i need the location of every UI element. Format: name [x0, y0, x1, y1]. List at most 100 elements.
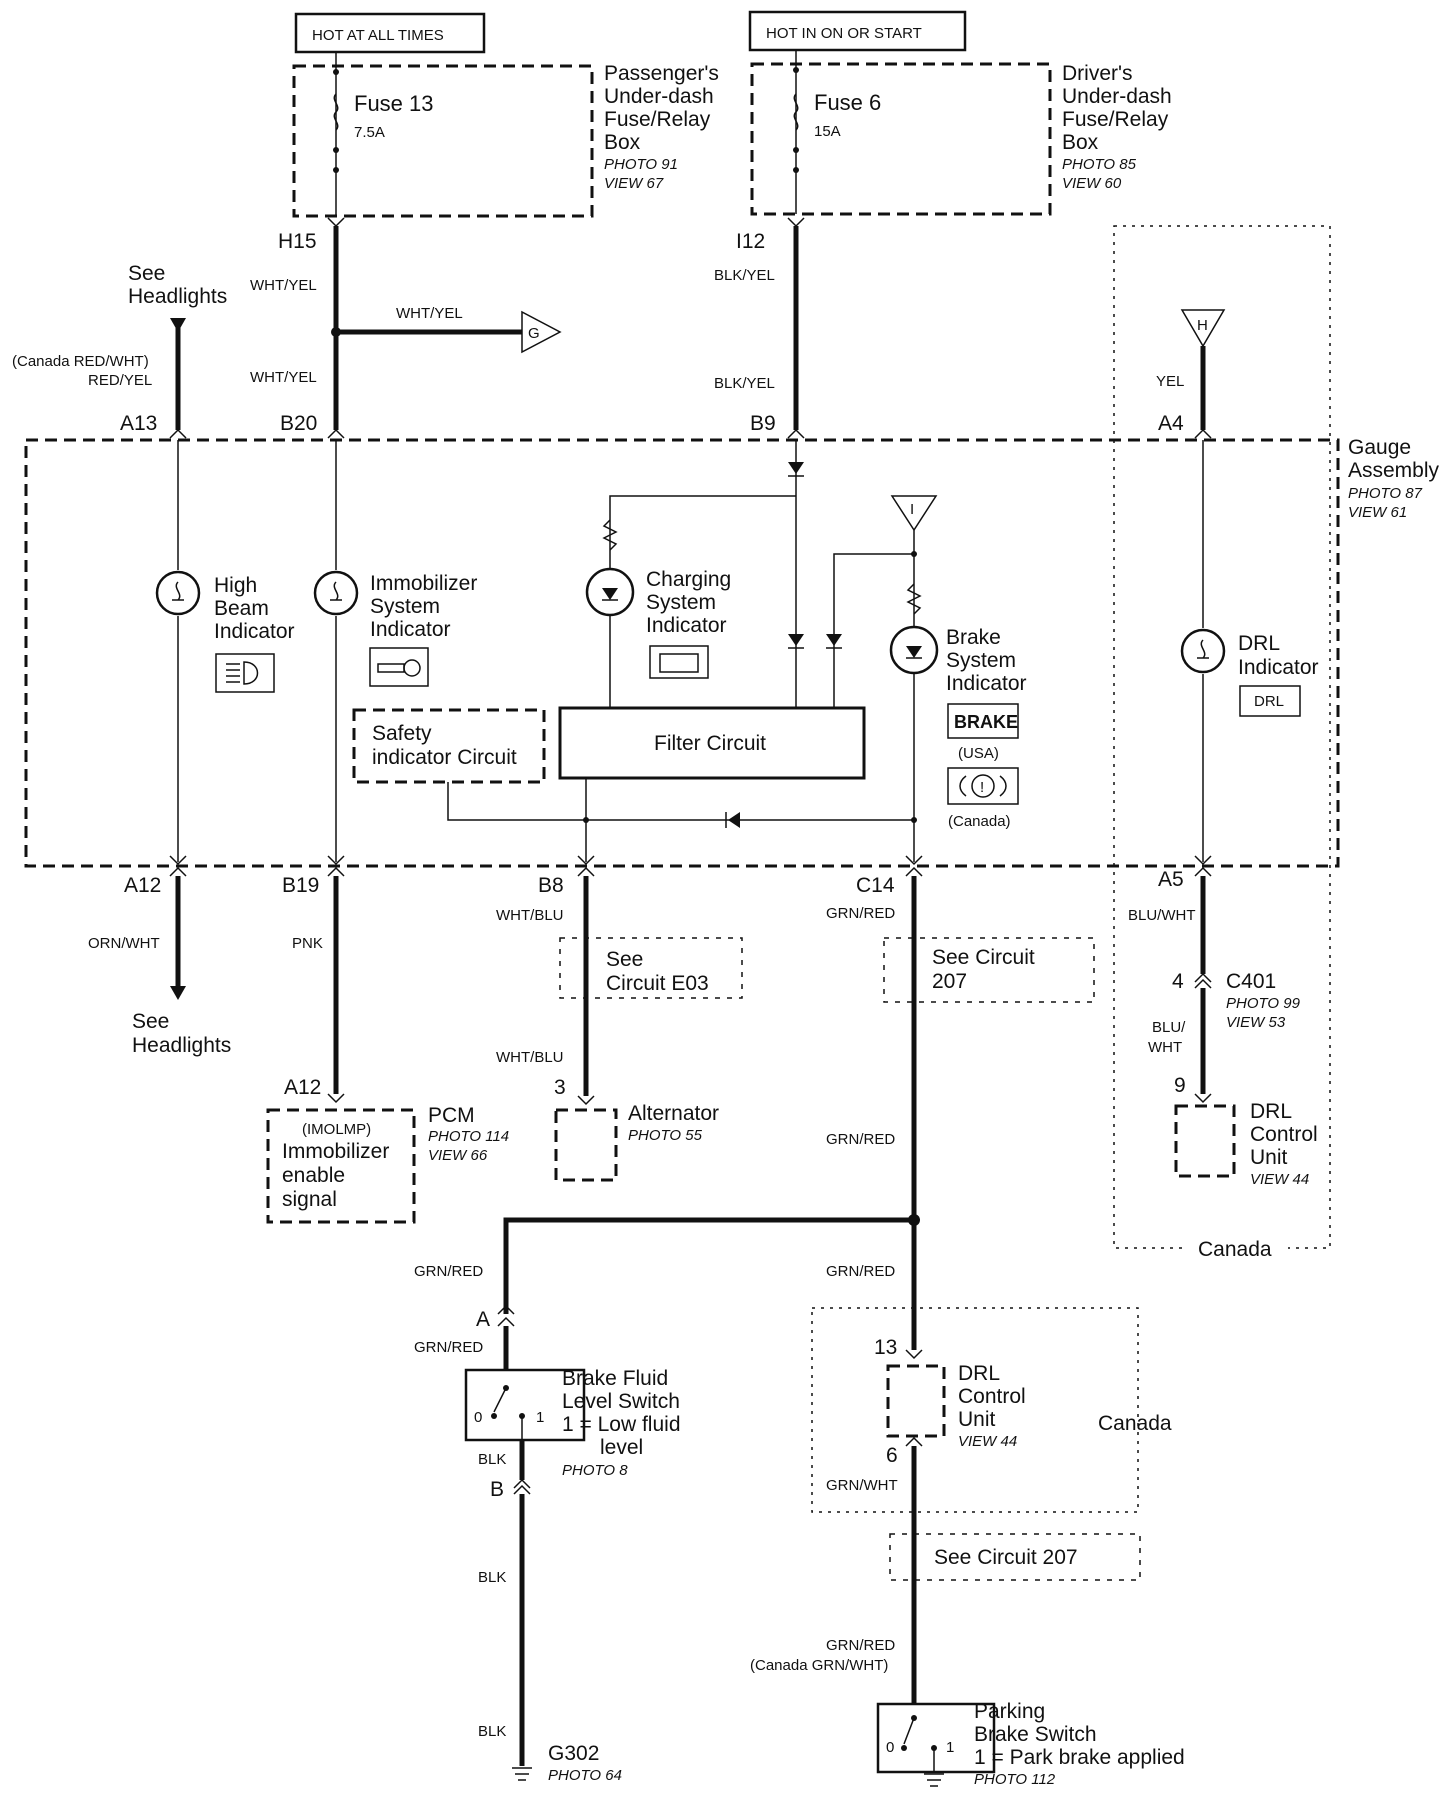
drl-control-unit-upper [1174, 1104, 1236, 1178]
hot-at-all-times-box [294, 12, 486, 54]
see-headlights-bottom-2: Headlights [132, 1034, 231, 1057]
drl-indicator-label-1: DRL [1238, 632, 1280, 655]
connector-b19: B19 [282, 874, 319, 897]
drl-unit-upper-3: Unit [1250, 1146, 1288, 1169]
wire-to-brake-fluid [503, 1217, 914, 1314]
c401-title: C401 [1226, 970, 1276, 993]
wire-label-grn-wht: GRN/WHT [826, 1477, 898, 1494]
driver-box-label-3: Fuse/Relay [1062, 108, 1169, 131]
brake-fluid-label-1: Brake Fluid [562, 1367, 668, 1390]
fuse-6-symbol [793, 93, 799, 131]
wire-label-canada-grn-wht: (Canada GRN/WHT) [750, 1657, 888, 1674]
passenger-box-label-3: Fuse/Relay [604, 108, 711, 131]
connector-drl-9: 9 [1174, 1074, 1186, 1097]
see-headlights-top-2: Headlights [128, 285, 227, 308]
c401-photo: PHOTO 99 [1226, 995, 1301, 1012]
wire-label-wht-yel-2: WHT/YEL [250, 369, 317, 386]
brake-word-label: BRAKE [954, 712, 1018, 732]
connector-b20: B20 [280, 412, 317, 435]
pcm-view: VIEW 66 [428, 1147, 488, 1164]
ground-photo: PHOTO 64 [548, 1767, 622, 1784]
brake-fluid-pos1: 1 [536, 1409, 544, 1426]
h-reference-triangle [1180, 309, 1226, 348]
drl-indicator-bulb [1180, 628, 1226, 674]
pcm-label-imolmp: (IMOLMP) [302, 1121, 371, 1138]
parking-label-2: Brake Switch [974, 1723, 1097, 1746]
parking-label-3: 1 = Park brake applied [974, 1746, 1185, 1769]
high-beam-label-2: Beam [214, 597, 269, 620]
driver-box-view: VIEW 60 [1062, 175, 1122, 192]
connector-a12: A12 [124, 874, 161, 897]
brake-label-1: Brake [946, 626, 1001, 649]
gauge-label-2: Assembly [1348, 459, 1440, 482]
ground-icon [512, 1767, 532, 1781]
fuse-6-name: Fuse 6 [814, 90, 881, 115]
see-circuit-207-top-2: 207 [932, 970, 967, 993]
safety-indicator-circuit [352, 708, 546, 784]
brake-canada-label: (Canada) [948, 813, 1011, 830]
connector-c14: C14 [856, 874, 895, 897]
connector-a4: A4 [1158, 412, 1184, 435]
wire-label-pnk: PNK [292, 935, 323, 952]
i-reference-triangle [890, 495, 938, 532]
driver-fuse-box [750, 62, 1052, 216]
wire-label-blk-yel-2: BLK/YEL [714, 375, 775, 392]
immobilizer-key-icon [369, 647, 429, 687]
passenger-box-photo: PHOTO 91 [604, 156, 678, 173]
battery-icon [649, 645, 709, 679]
safety-diode [728, 812, 740, 828]
passenger-fuse-box [292, 64, 594, 218]
wire-label-canada-red-wht: (Canada RED/WHT) [12, 353, 149, 370]
immobilizer-bulb [313, 570, 359, 616]
passenger-box-view: VIEW 67 [604, 175, 664, 192]
see-headlights-bottom-arrow [170, 986, 186, 1000]
g-reference-triangle [521, 310, 562, 354]
hot-at-all-times-label: HOT AT ALL TIMES [312, 27, 444, 44]
immobilizer-label-2: System [370, 595, 440, 618]
connector-brake-fluid-b: B [490, 1478, 504, 1501]
wire-label-grn-red-4: GRN/RED [414, 1263, 483, 1280]
charging-label-2: System [646, 591, 716, 614]
wire-label-yel: YEL [1156, 373, 1184, 390]
fuse-13-symbol [333, 93, 339, 131]
wire-label-blu-wht: BLU/WHT [1128, 907, 1196, 924]
connector-b8: B8 [538, 874, 564, 897]
wire-label-blu-wht-2a: BLU/ [1152, 1019, 1186, 1036]
parking-ground-icon [924, 1773, 944, 1787]
c401-view: VIEW 53 [1226, 1014, 1286, 1031]
wire-label-wht-blu-1: WHT/BLU [496, 907, 564, 924]
see-circuit-207-top-1: See Circuit [932, 946, 1035, 969]
pcm-label-enable: enable [282, 1164, 345, 1187]
pcm-label-immobilizer: Immobilizer [282, 1140, 389, 1163]
see-circuit-207-bottom: See Circuit 207 [934, 1546, 1078, 1569]
parking-label-1: Parking [974, 1700, 1045, 1723]
brake-word-icon [947, 703, 1019, 739]
high-beam-bulb [155, 570, 201, 616]
fuse-13-name: Fuse 13 [354, 91, 434, 116]
hot-on-start-box [748, 10, 967, 52]
high-beam-label-3: Indicator [214, 620, 295, 643]
drl-unit-upper-1: DRL [1250, 1100, 1292, 1123]
g-reference-label: G [528, 325, 540, 342]
charging-label-3: Indicator [646, 614, 727, 637]
brake-fluid-pos0: 0 [474, 1409, 482, 1426]
brake-fluid-label-3: 1 = Low fluid [562, 1413, 681, 1436]
drl-badge-label: DRL [1254, 693, 1284, 710]
brake-fluid-switch-box [464, 1368, 586, 1442]
wire-label-blk-2: BLK [478, 1569, 506, 1586]
connector-alternator-3: 3 [554, 1076, 566, 1099]
wire-label-blu-wht-2b: WHT [1148, 1039, 1182, 1056]
wire-label-wht-yel-1: WHT/YEL [250, 277, 317, 294]
canada-label-lower: Canada [1098, 1412, 1172, 1435]
wire-label-grn-red-6: GRN/RED [826, 1637, 895, 1654]
drl-unit-lower-1: DRL [958, 1362, 1000, 1385]
wire-label-grn-red-1: GRN/RED [826, 905, 895, 922]
immobilizer-label-3: Indicator [370, 618, 451, 641]
gauge-label-1: Gauge [1348, 436, 1411, 459]
wire-label-wht-blu-2: WHT/BLU [496, 1049, 564, 1066]
driver-box-label-1: Driver's [1062, 62, 1133, 85]
fuse-13-rating: 7.5A [354, 124, 385, 141]
brake-usa-label: (USA) [958, 745, 999, 762]
brake-fluid-photo: PHOTO 8 [562, 1462, 628, 1479]
